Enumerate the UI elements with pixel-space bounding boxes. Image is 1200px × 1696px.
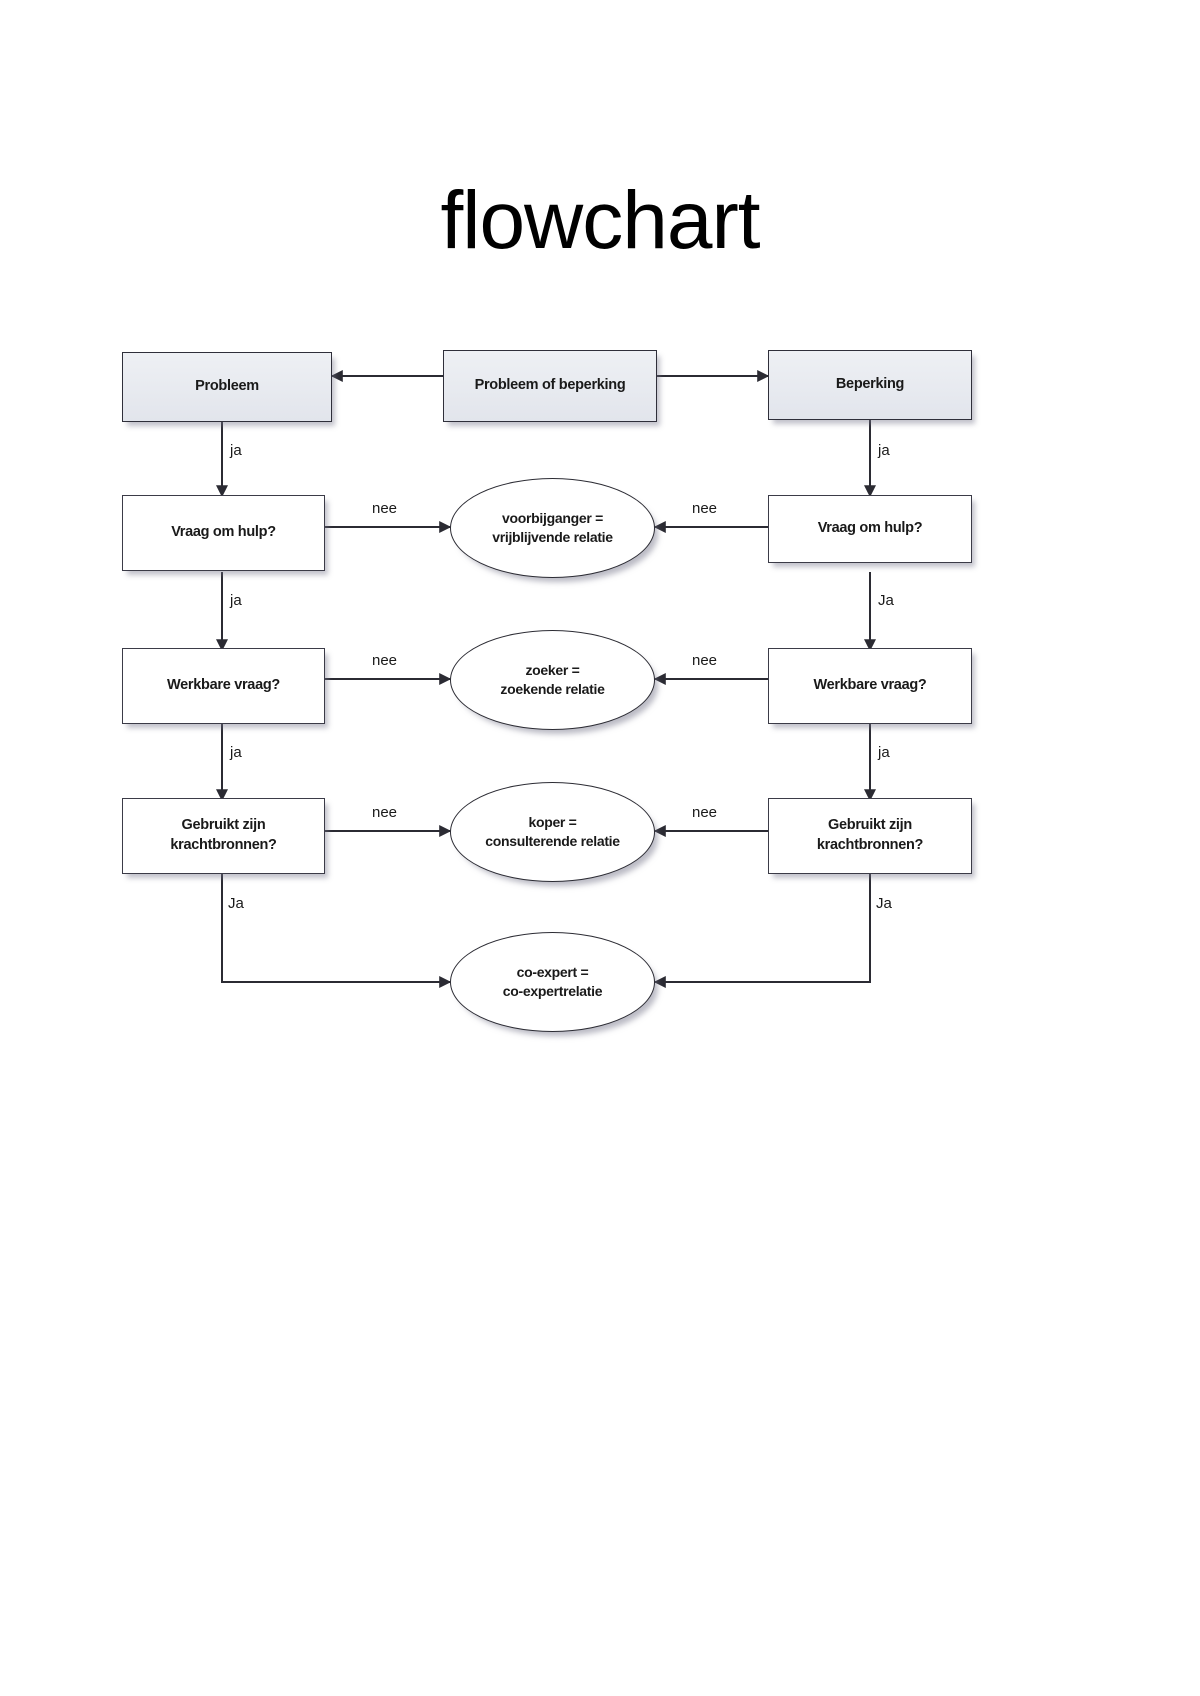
node-label-line1: co-expert = <box>516 964 589 981</box>
edge-label-ja-left-2: ja <box>230 592 242 609</box>
node-probleem-of-beperking[interactable]: Probleem of beperking <box>443 350 657 422</box>
node-krachtbronnen-left[interactable]: Gebruikt zijn krachtbronnen? <box>122 798 325 874</box>
node-label-group: Gebruikt zijn krachtbronnen? <box>170 816 276 855</box>
node-label: Vraag om hulp? <box>817 520 923 537</box>
node-label-line2: krachtbronnen? <box>170 837 277 853</box>
node-werkbare-vraag-right[interactable]: Werkbare vraag? <box>768 648 972 724</box>
node-label: Probleem of beperking <box>474 377 626 394</box>
page-title: flowchart <box>440 175 760 266</box>
node-label-line2: consulterende relatie <box>485 833 620 849</box>
flowchart-diagram: Probleem Probleem of beperking Beperking… <box>0 320 1200 1080</box>
node-label-group: co-expert = co-expertrelatie <box>502 963 603 1001</box>
node-label-line2: krachtbronnen? <box>816 837 924 853</box>
edge-lkracht-coexpert <box>221 852 452 988</box>
node-co-expert[interactable]: co-expert = co-expertrelatie <box>450 932 655 1032</box>
edge-label-nee-right-2: nee <box>692 652 718 669</box>
node-label: Werkbare vraag? <box>167 677 280 694</box>
edge-label-ja-right-1: ja <box>878 442 890 459</box>
edge-label-nee-right-3: nee <box>692 804 718 821</box>
edge-label-ja-right-4: Ja <box>876 895 892 912</box>
node-werkbare-vraag-left[interactable]: Werkbare vraag? <box>122 648 325 724</box>
node-voorbijganger[interactable]: voorbijganger = vrijblijvende relatie <box>450 478 655 578</box>
flowchart-connectors <box>216 370 876 988</box>
node-vraag-om-hulp-left[interactable]: Vraag om hulp? <box>122 495 325 571</box>
node-label-line1: koper = <box>528 814 577 831</box>
node-vraag-om-hulp-right[interactable]: Vraag om hulp? <box>768 495 972 563</box>
node-label-line1: Gebruikt zijn <box>828 817 912 834</box>
node-label-group: voorbijganger = vrijblijvende relatie <box>492 509 613 547</box>
node-zoeker[interactable]: zoeker = zoekende relatie <box>450 630 655 730</box>
node-label-line1: zoeker = <box>525 662 580 679</box>
node-krachtbronnen-right[interactable]: Gebruikt zijn krachtbronnen? <box>768 798 972 874</box>
edge-label-nee-left-3: nee <box>372 804 398 821</box>
node-label: Probleem <box>195 378 259 395</box>
edge-rkracht-coexpert <box>653 852 871 988</box>
edge-label-ja-left-3: ja <box>230 744 242 761</box>
node-label: Werkbare vraag? <box>813 677 927 694</box>
edge-label-nee-left-1: nee <box>372 500 398 517</box>
node-label-line2: zoekende relatie <box>500 681 605 697</box>
node-probleem[interactable]: Probleem <box>122 352 332 422</box>
edge-label-ja-right-3: ja <box>878 744 890 761</box>
node-label-line1: voorbijganger = <box>502 510 603 527</box>
edge-label-ja-left-1: ja <box>230 442 242 459</box>
node-label-group: zoeker = zoekende relatie <box>500 661 604 699</box>
node-label-line2: co-expertrelatie <box>502 983 603 999</box>
edge-label-nee-right-1: nee <box>692 500 718 517</box>
node-label-line1: Gebruikt zijn <box>181 817 266 834</box>
edge-label-nee-left-2: nee <box>372 652 398 669</box>
edge-label-ja-left-4: Ja <box>228 895 244 912</box>
node-label-group: Gebruikt zijn krachtbronnen? <box>817 816 923 855</box>
edge-label-ja-right-2: Ja <box>878 592 894 609</box>
node-label-group: koper = consulterende relatie <box>485 813 620 851</box>
node-label: Vraag om hulp? <box>171 524 276 541</box>
node-label-line2: vrijblijvende relatie <box>492 529 613 545</box>
node-koper[interactable]: koper = consulterende relatie <box>450 782 655 882</box>
node-label: Beperking <box>835 376 905 393</box>
node-beperking[interactable]: Beperking <box>768 350 972 420</box>
